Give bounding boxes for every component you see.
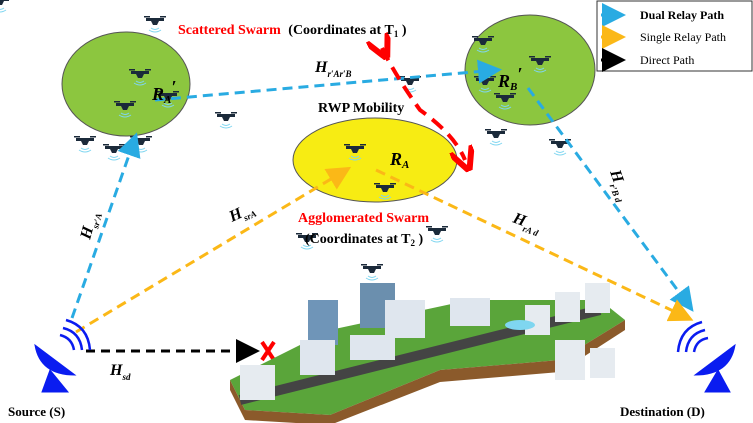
relay-ra-prime-label: RA′: [151, 77, 176, 106]
channel-h-rbd-prime: Hr′B d: [603, 167, 633, 205]
source-dish-icon: [34, 318, 92, 393]
legend-item-single-relay: Single Relay Path: [601, 25, 726, 49]
channel-h-sra-prime: Hsr′A: [77, 210, 104, 243]
agglomerated-coords-label: (Coordinates at T: [305, 232, 411, 247]
legend-label: Dual Relay Path: [640, 8, 724, 22]
legend: Dual Relay Path Single Relay Path Direct…: [596, 0, 753, 72]
destination-label: Destination (D): [620, 404, 705, 419]
single-relay-path-source-to-ra: [75, 166, 352, 334]
svg-text:(Coordinates at T2 ): (Coordinates at T2 ): [305, 232, 424, 248]
destination-dish-icon: [676, 320, 736, 393]
relay-ra-label: RA: [389, 149, 409, 171]
channel-h-sra: HsrA: [226, 199, 258, 228]
rwp-mobility-arrow: [382, 48, 465, 160]
dual-relay-path-rb-prime-to-destination: [526, 87, 694, 312]
scattered-swarm-b: [464, 14, 596, 126]
svg-text:Scattered Swarm (Coordinat: Scattered Swarm (Coordinates at T1 ): [178, 23, 407, 39]
dual-relay-path-ra-prime-to-rb-prime: [154, 59, 502, 102]
t1-subscript: 1: [394, 29, 399, 39]
agglomerated-swarm-label: Agglomerated Swarm: [298, 211, 429, 226]
blocked-x-icon: [260, 340, 276, 362]
scattered-swarm-label: Scattered Swarm: [178, 23, 281, 38]
relay-rb-prime-label: RB′: [497, 64, 522, 93]
legend-item-direct: Direct Path: [601, 48, 694, 72]
paren: ): [398, 23, 407, 38]
agglomerated-swarm: [292, 117, 458, 203]
city-illustration: [230, 283, 625, 423]
legend-label: Single Relay Path: [640, 30, 726, 44]
channel-h-sd: Hsd: [109, 362, 131, 382]
t2-subscript: 2: [411, 238, 416, 248]
channel-h-ra-rb-prime: Hr′Ar′B: [314, 59, 352, 79]
source-label: Source (S): [8, 404, 65, 419]
rwp-mobility-label: RWP Mobility: [318, 101, 404, 116]
scattered-coords-label: (Coordinates at T: [288, 23, 394, 38]
legend-label: Direct Path: [640, 53, 694, 67]
legend-item-dual-relay: Dual Relay Path: [601, 3, 724, 27]
paren: ): [415, 232, 424, 247]
single-relay-path-ra-to-destination: [375, 168, 694, 322]
